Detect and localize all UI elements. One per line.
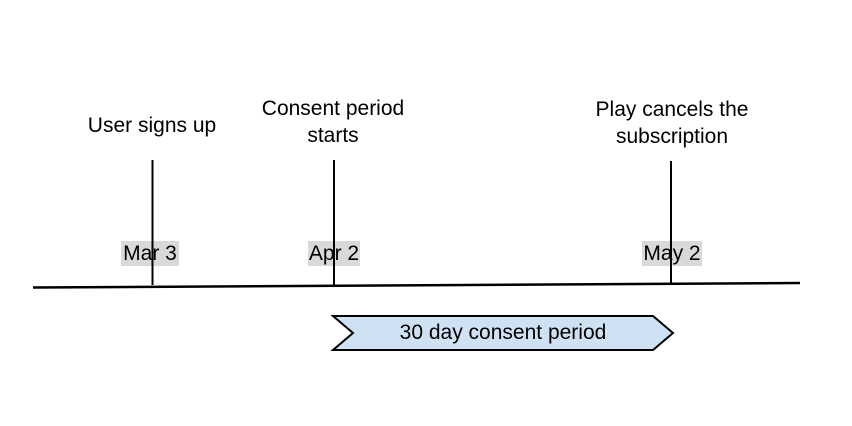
event-title-line: User signs up — [87, 114, 217, 137]
event-title-user-signs-up: User signs up — [88, 112, 216, 139]
event-title-consent-period-starts: Consent period starts — [262, 95, 404, 149]
event-title-line: Play cancels the — [595, 98, 749, 121]
consent-period-arrow-label: 30 day consent period — [399, 321, 607, 344]
event-title-line: Consent period — [261, 97, 405, 120]
consent-period-arrow — [330, 315, 675, 351]
event-title-line: starts — [307, 124, 359, 147]
event-title-line: subscription — [615, 125, 729, 148]
date-chip-mar3: Mar 3 — [121, 241, 179, 266]
timeline-axis — [32, 281, 801, 289]
event-title-play-cancels-subscription: Play cancels the subscription — [596, 96, 749, 150]
